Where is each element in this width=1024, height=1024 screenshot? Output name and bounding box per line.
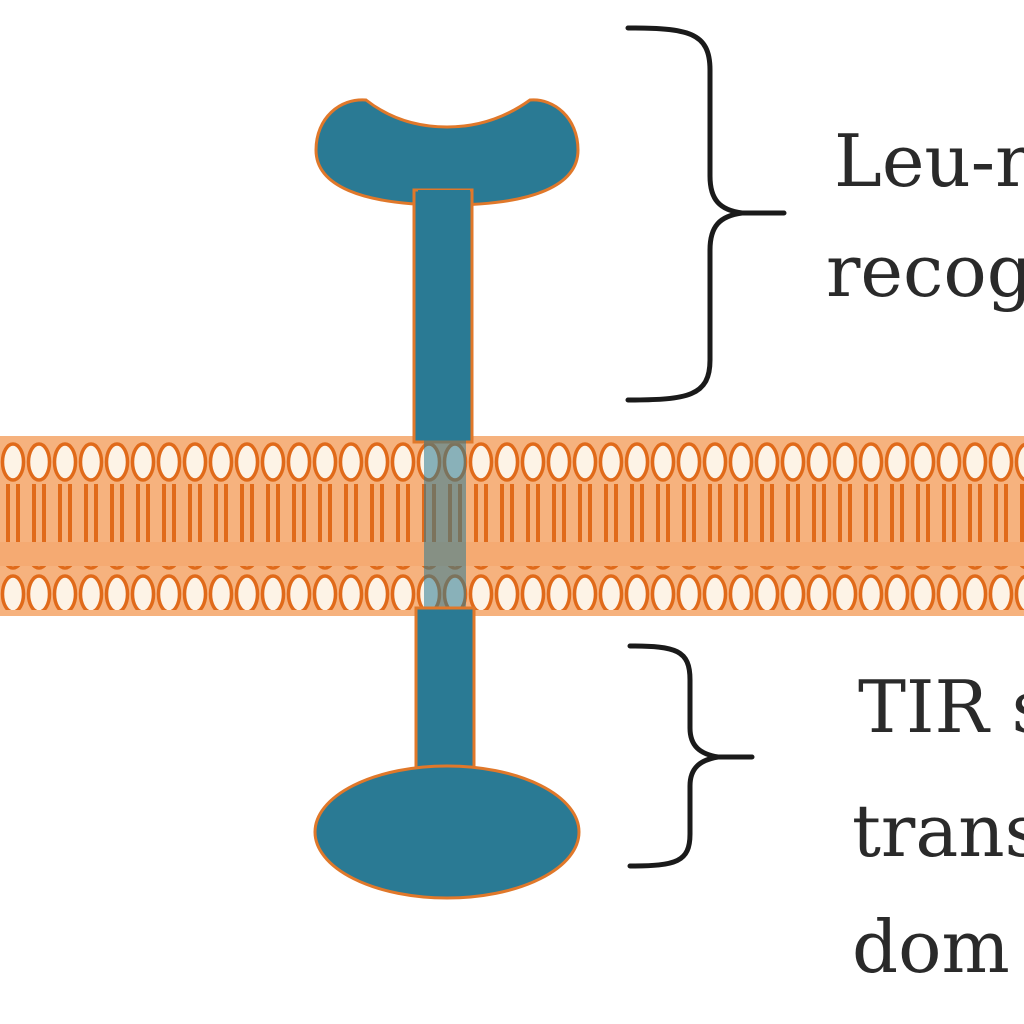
lrr-domain-shape: [314, 98, 580, 207]
tir-domain-shape: [313, 764, 581, 900]
lower-label-line3: dom: [852, 905, 1010, 989]
membrane-tails: [0, 484, 1024, 542]
membrane-top-heads: [0, 440, 1024, 484]
lower-label-line1: TIR s: [858, 665, 1024, 749]
extracellular-stalk: [412, 188, 474, 444]
lower-label-line2: trans: [852, 789, 1024, 873]
upper-label-line2: recog: [826, 229, 1024, 313]
transmembrane-segment: [424, 440, 466, 610]
cell-membrane: [0, 436, 1024, 616]
membrane-bottom-heads: [0, 566, 1024, 610]
upper-label-line1: Leu-r: [834, 119, 1024, 203]
upper-brace: [625, 25, 787, 403]
receptor: [313, 98, 581, 900]
lower-brace: [627, 643, 755, 869]
